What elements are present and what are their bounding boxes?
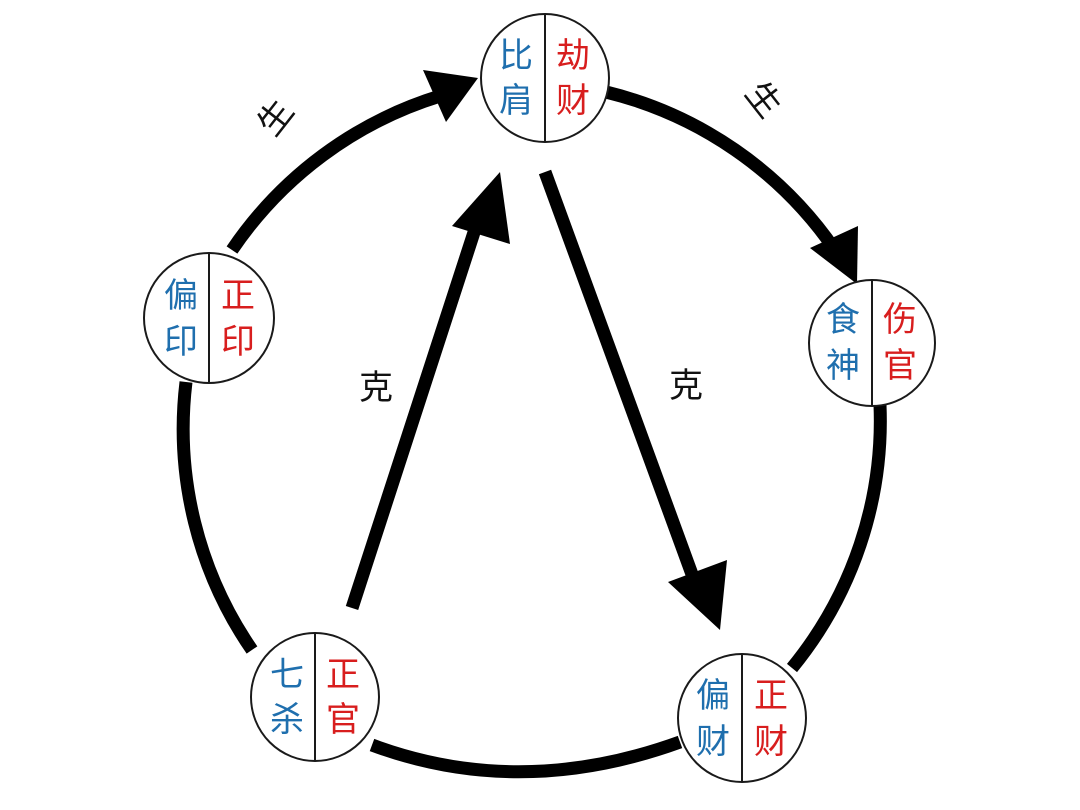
node-left-char: 比 — [499, 36, 533, 76]
node-right-char: 印 — [221, 322, 255, 362]
node-right-char: 劫 — [556, 36, 590, 76]
node-left-char: 食 — [826, 300, 860, 340]
ring-arc-right — [786, 404, 887, 673]
ring-arc-top-right — [604, 85, 841, 254]
node-right-char: 财 — [556, 81, 590, 121]
ke-label-left: 克 — [359, 368, 393, 408]
sheng-label-right: 生 — [737, 74, 789, 125]
arrow-head-to-bijian — [423, 70, 478, 122]
ring-arc-bottom — [369, 735, 683, 779]
node-left-char: 财 — [696, 722, 730, 762]
ke-arrow-down-shaft — [538, 169, 704, 591]
node-left-char: 肩 — [499, 81, 533, 121]
node-bijian-jiecai: 比 肩 劫 财 — [480, 13, 610, 143]
node-pianyin-zhengyin: 偏 印 正 印 — [143, 252, 275, 384]
arrow-head-to-shishen — [810, 226, 858, 284]
ke-label-right: 克 — [669, 366, 703, 406]
node-left-char: 偏 — [164, 276, 198, 316]
node-shishen-shangguan: 食 神 伤 官 — [808, 279, 936, 407]
node-right-char: 正 — [221, 276, 255, 316]
node-right-char: 官 — [883, 346, 917, 386]
ke-arrow-up-shaft — [345, 217, 485, 611]
ring-arc-left — [176, 381, 258, 654]
sheng-label-left: 生 — [250, 92, 302, 143]
node-right-char: 财 — [754, 722, 788, 762]
node-left-char: 印 — [164, 322, 198, 362]
node-piancai-zhengcai: 偏 财 正 财 — [677, 653, 807, 783]
node-left-char: 杀 — [270, 700, 304, 740]
node-right-char: 正 — [326, 655, 360, 695]
ke-arrow-up-head — [452, 172, 510, 244]
node-left-char: 神 — [826, 346, 860, 386]
node-left-char: 偏 — [696, 676, 730, 716]
ring-arc-top-left — [226, 89, 442, 254]
node-right-char: 官 — [326, 700, 360, 740]
node-left-char: 七 — [270, 655, 304, 695]
node-qisha-zhengguan: 七 杀 正 官 — [250, 632, 380, 762]
node-right-char: 正 — [754, 676, 788, 716]
ke-arrow-down-head — [668, 560, 727, 630]
node-right-char: 伤 — [883, 300, 917, 340]
